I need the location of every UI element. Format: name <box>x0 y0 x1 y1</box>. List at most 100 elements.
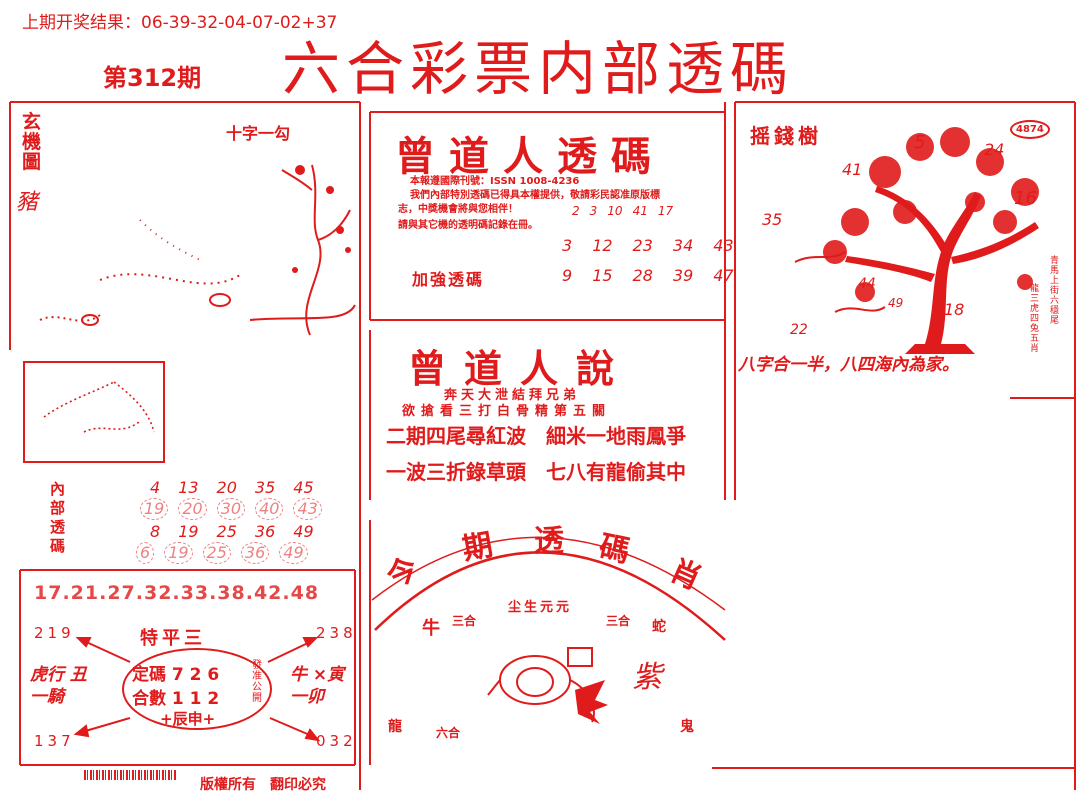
neibu-number: 30 <box>216 498 246 520</box>
neibu-number: 35 <box>254 478 276 497</box>
neibu-number: 19 <box>178 522 199 541</box>
neibu-row-3: 8 19 25 36 49 <box>150 522 322 542</box>
zt-line4: 請與其它機的透明碼記錄在冊。 <box>398 220 538 231</box>
zt-line2: 我們內部特別透碼已得具本權提供，敬請彩民認准原版標 <box>410 190 660 201</box>
tree-title: 摇錢樹 <box>750 124 822 148</box>
xuanji-animal: 豬 <box>16 190 39 215</box>
zt-number: 34 <box>672 236 694 255</box>
jq-label: 尘生元元 <box>508 600 573 615</box>
neibu-row-4: 6 19 25 36 49 <box>136 542 322 564</box>
xuanji-title-char: 機 <box>22 131 42 153</box>
last-result-label: 上期开奖结果： <box>22 13 141 33</box>
tree-number: 5 <box>914 132 926 153</box>
xuanji-inner-sketch <box>43 381 155 433</box>
money-tree-illustration <box>794 127 1039 354</box>
xuanji-hint: 十字一勾 <box>226 124 291 143</box>
jq-title-3: 透 <box>534 524 564 559</box>
bl-right-hand: 牛 ×寅 一卯 <box>290 665 345 707</box>
bl-fixed-code-label: 定碼 <box>132 665 166 685</box>
neibu-number: 49 <box>279 542 308 564</box>
tree-number: 24 <box>984 140 1005 159</box>
zs-poem2: 一波三折錄草頭 七八有龍偷其中 <box>386 460 686 484</box>
neibu-number: 40 <box>255 498 284 520</box>
tree-side-text: 青馬上街六穩尾 <box>1050 256 1060 326</box>
zt-number: 9 <box>562 266 573 285</box>
neibu-number: 19 <box>164 542 193 564</box>
neibu-number: 19 <box>140 498 169 520</box>
zt-number: 43 <box>713 236 734 255</box>
zt-number: 15 <box>592 266 613 285</box>
zt-number: 2 <box>572 204 580 218</box>
tree-number: 31 <box>904 246 922 262</box>
neibu-number: 8 <box>150 522 161 541</box>
zt-line3: 志，中獎機會將與您相伴！ <box>398 204 518 215</box>
neibu-number: 45 <box>293 478 314 497</box>
xuanji-title-char: 圖 <box>22 151 42 173</box>
jq-bird-illustration <box>487 647 608 724</box>
tree-number: 44 <box>858 276 876 292</box>
footer-copyright: 版權所有 翻印必究 <box>200 777 326 793</box>
zt-number: 23 <box>632 236 653 255</box>
neibu-number: 6 <box>136 542 155 564</box>
zs-poem1: 二期四尾尋紅波 細米一地雨鳳爭 <box>386 424 686 448</box>
neibu-title-char: 內 <box>50 480 66 498</box>
neibu-number: 20 <box>178 498 207 520</box>
bl-sum: 合數 1 1 2 <box>132 684 219 709</box>
zt-number: 17 <box>657 204 674 218</box>
neibu-number: 25 <box>216 522 237 541</box>
neibu-number: 25 <box>202 542 231 564</box>
zs-sub2: 欲搶看三打白骨精第五關 <box>402 404 612 419</box>
jq-label: 三合 <box>452 614 477 628</box>
neibu-number: 43 <box>293 498 322 520</box>
tree-number: 49 <box>888 296 904 310</box>
bl-top-numbers: 17.21.27.32.33.38.42.48 <box>34 582 320 604</box>
jq-label: 蛇 <box>652 619 666 635</box>
jq-label: 鬼 <box>680 719 694 735</box>
bl-right-bottom: 032 <box>316 732 357 750</box>
neibu-title-char: 部 <box>50 499 66 517</box>
neibu-row-2: 19 20 30 40 43 <box>140 498 322 520</box>
zs-title: 曾道人說 <box>408 346 633 391</box>
tree-side-text-2: 龍三虎四兔五肖 <box>1030 284 1040 354</box>
tree-badge: 4874 <box>1010 120 1050 139</box>
neibu-number: 49 <box>293 522 314 541</box>
neibu-row-1: 4 13 20 35 45 <box>150 478 322 498</box>
bl-side-note: 發准公開 <box>252 660 262 704</box>
bl-sum-label: 合數 <box>132 689 166 709</box>
tree-number: 35 <box>762 210 783 229</box>
neibu-title-char: 碼 <box>50 537 66 555</box>
last-result-line: 上期开奖结果：06-39-32-04-07-02+37 <box>22 8 337 33</box>
zt-number: 28 <box>632 266 653 285</box>
zt-numbers-row2: 3 12 23 34 43 <box>562 236 734 255</box>
tree-number: 16 <box>1014 188 1037 209</box>
xuanji-title-char: 玄 <box>22 111 42 133</box>
zt-number: 3 <box>589 204 598 218</box>
neibu-number: 4 <box>150 478 161 497</box>
bl-center-title: 特平三 <box>140 628 206 649</box>
bl-extra: +辰申+ <box>160 710 216 728</box>
neibu-number: 13 <box>178 478 199 497</box>
jq-label: 牛 <box>422 618 440 639</box>
bl-fixed-code-value: 7 2 6 <box>171 665 220 685</box>
zt-label: 加強透碼 <box>412 270 485 289</box>
zt-line1: 本報遵國際刊號：ISSN 1008-4236 <box>410 176 580 187</box>
zt-number: 41 <box>632 204 648 218</box>
tree-number: 22 <box>790 322 808 338</box>
jq-label: 龍 <box>388 719 402 735</box>
bl-right-top: 238 <box>316 624 357 642</box>
zt-number: 10 <box>607 204 623 218</box>
neibu-number: 20 <box>216 478 237 497</box>
jq-label: 三合 <box>606 614 631 628</box>
last-result-numbers: 06-39-32-04-07-02+37 <box>141 13 338 33</box>
xuanji-sketch <box>39 164 356 336</box>
zt-title: 曾道人透碼 <box>395 133 665 180</box>
bl-center-oval <box>122 648 272 730</box>
jq-label: 紫 <box>632 660 662 695</box>
issue-number: 第312期 <box>103 64 202 92</box>
zs-sub1: 奔天大泄結拜兄弟 <box>444 388 581 403</box>
neibu-number: 36 <box>254 522 276 541</box>
jq-label: 六合 <box>436 726 461 740</box>
bl-sum-value: 1 1 2 <box>171 689 220 709</box>
main-title: 六合彩票内部透碼 <box>282 35 795 103</box>
